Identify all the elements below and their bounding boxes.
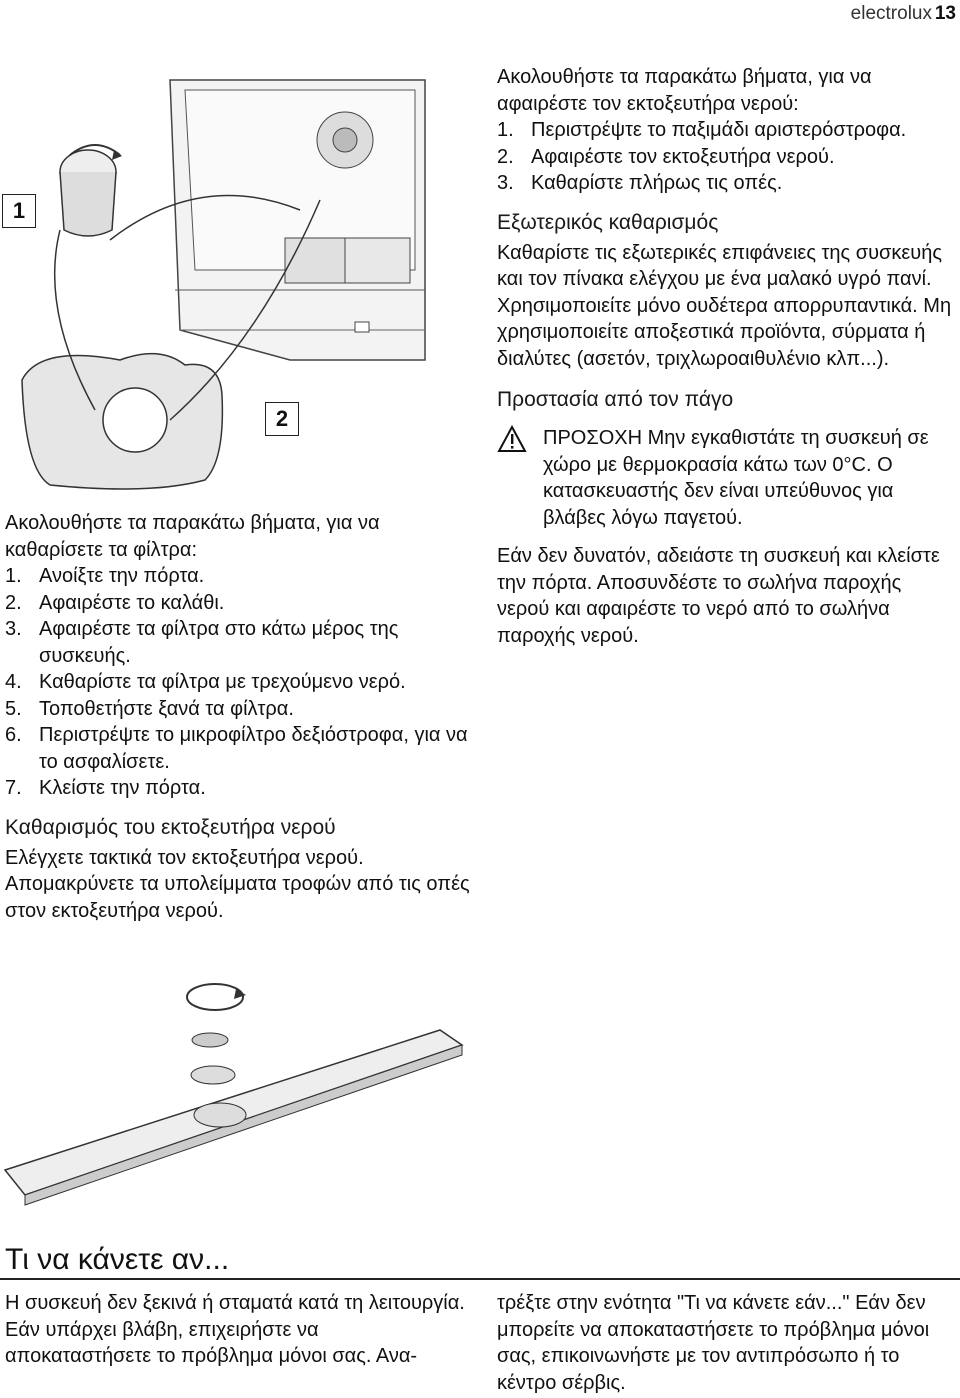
spray-removal-intro: Ακολουθήστε τα παρακάτω βήματα, για να α… bbox=[497, 66, 872, 115]
right-column: Ακολουθήστε τα παρακάτω βήματα, για να α… bbox=[497, 64, 957, 649]
troubleshoot-title: Τι να κάνετε αν... bbox=[5, 1243, 230, 1276]
figure-label-2: 2 bbox=[265, 402, 299, 436]
filter-intro: Ακολουθήστε τα παρακάτω βήματα, για να κ… bbox=[5, 512, 380, 561]
list-item: 6.Περιστρέψτε το μικροφίλτρο δεξιόστροφα… bbox=[5, 724, 468, 773]
figure-label-1: 1 bbox=[2, 194, 36, 228]
spray-removal-steps: 1.Περιστρέψτε το παξιμάδι αριστερόστροφα… bbox=[497, 117, 957, 197]
spray-arm-heading: Καθαρισμός του εκτοξευτήρα νερού bbox=[5, 815, 336, 839]
frost-text: Εάν δεν δυνατόν, αδειάστε τη συσκευή και… bbox=[497, 545, 940, 647]
frost-protection-heading: Προστασία από τον πάγο bbox=[497, 388, 734, 411]
troubleshoot-col1: Η συσκευή δεν ξεκινά ή σταματά κατά τη λ… bbox=[5, 1292, 465, 1367]
filter-steps: 1.Ανοίξτε την πόρτα. 2.Αφαιρέστε το καλά… bbox=[5, 563, 470, 802]
troubleshoot-col2: τρέξτε στην ενότητα "Τι να κάνετε εάν...… bbox=[497, 1292, 930, 1394]
list-item: 4.Καθαρίστε τα φίλτρα με τρεχούμενο νερό… bbox=[5, 671, 406, 693]
list-item: 2.Αφαιρέστε το καλάθι. bbox=[5, 591, 225, 614]
left-column: Ακολουθήστε τα παρακάτω βήματα, για να κ… bbox=[5, 510, 470, 924]
list-item: 2.Αφαιρέστε τον εκτοξευτήρα νερού. bbox=[497, 145, 835, 168]
external-cleaning-heading: Εξωτερικός καθαρισμός bbox=[497, 210, 719, 234]
warning-text: Μην εγκαθιστάτε τη συσκευή σε χώρο με θε… bbox=[543, 427, 929, 529]
list-item: 3.Αφαιρέστε τα φίλτρα στο κάτω μέρος της… bbox=[5, 618, 399, 667]
list-item: 1.Ανοίξτε την πόρτα. bbox=[5, 565, 205, 587]
list-item: 1.Περιστρέψτε το παξιμάδι αριστερόστροφα… bbox=[497, 119, 907, 141]
external-cleaning-text: Καθαρίστε τις εξωτερικές επιφάνειες της … bbox=[497, 241, 952, 370]
list-item: 5.Τοποθετήστε ξανά τα φίλτρα. bbox=[5, 697, 294, 720]
brand-name: electrolux bbox=[850, 3, 932, 24]
warning-block: ΠΡΟΣΟΧΗ Μην εγκαθιστάτε τη συσκευή σε χώ… bbox=[497, 424, 957, 531]
page-number: 13 bbox=[934, 3, 956, 24]
spray-arm-text: Ελέγχετε τακτικά τον εκτοξευτήρα νερού. … bbox=[5, 846, 470, 922]
filter-illustration bbox=[21, 79, 426, 490]
section-divider bbox=[0, 1278, 960, 1280]
spray-arm-illustration bbox=[3, 983, 464, 1206]
warning-label: ΠΡΟΣΟΧΗ bbox=[543, 427, 643, 449]
list-item: 3.Καθαρίστε πλήρως τις οπές. bbox=[497, 172, 783, 194]
warning-icon bbox=[497, 424, 537, 531]
list-item: 7.Κλείστε την πόρτα. bbox=[5, 777, 206, 799]
